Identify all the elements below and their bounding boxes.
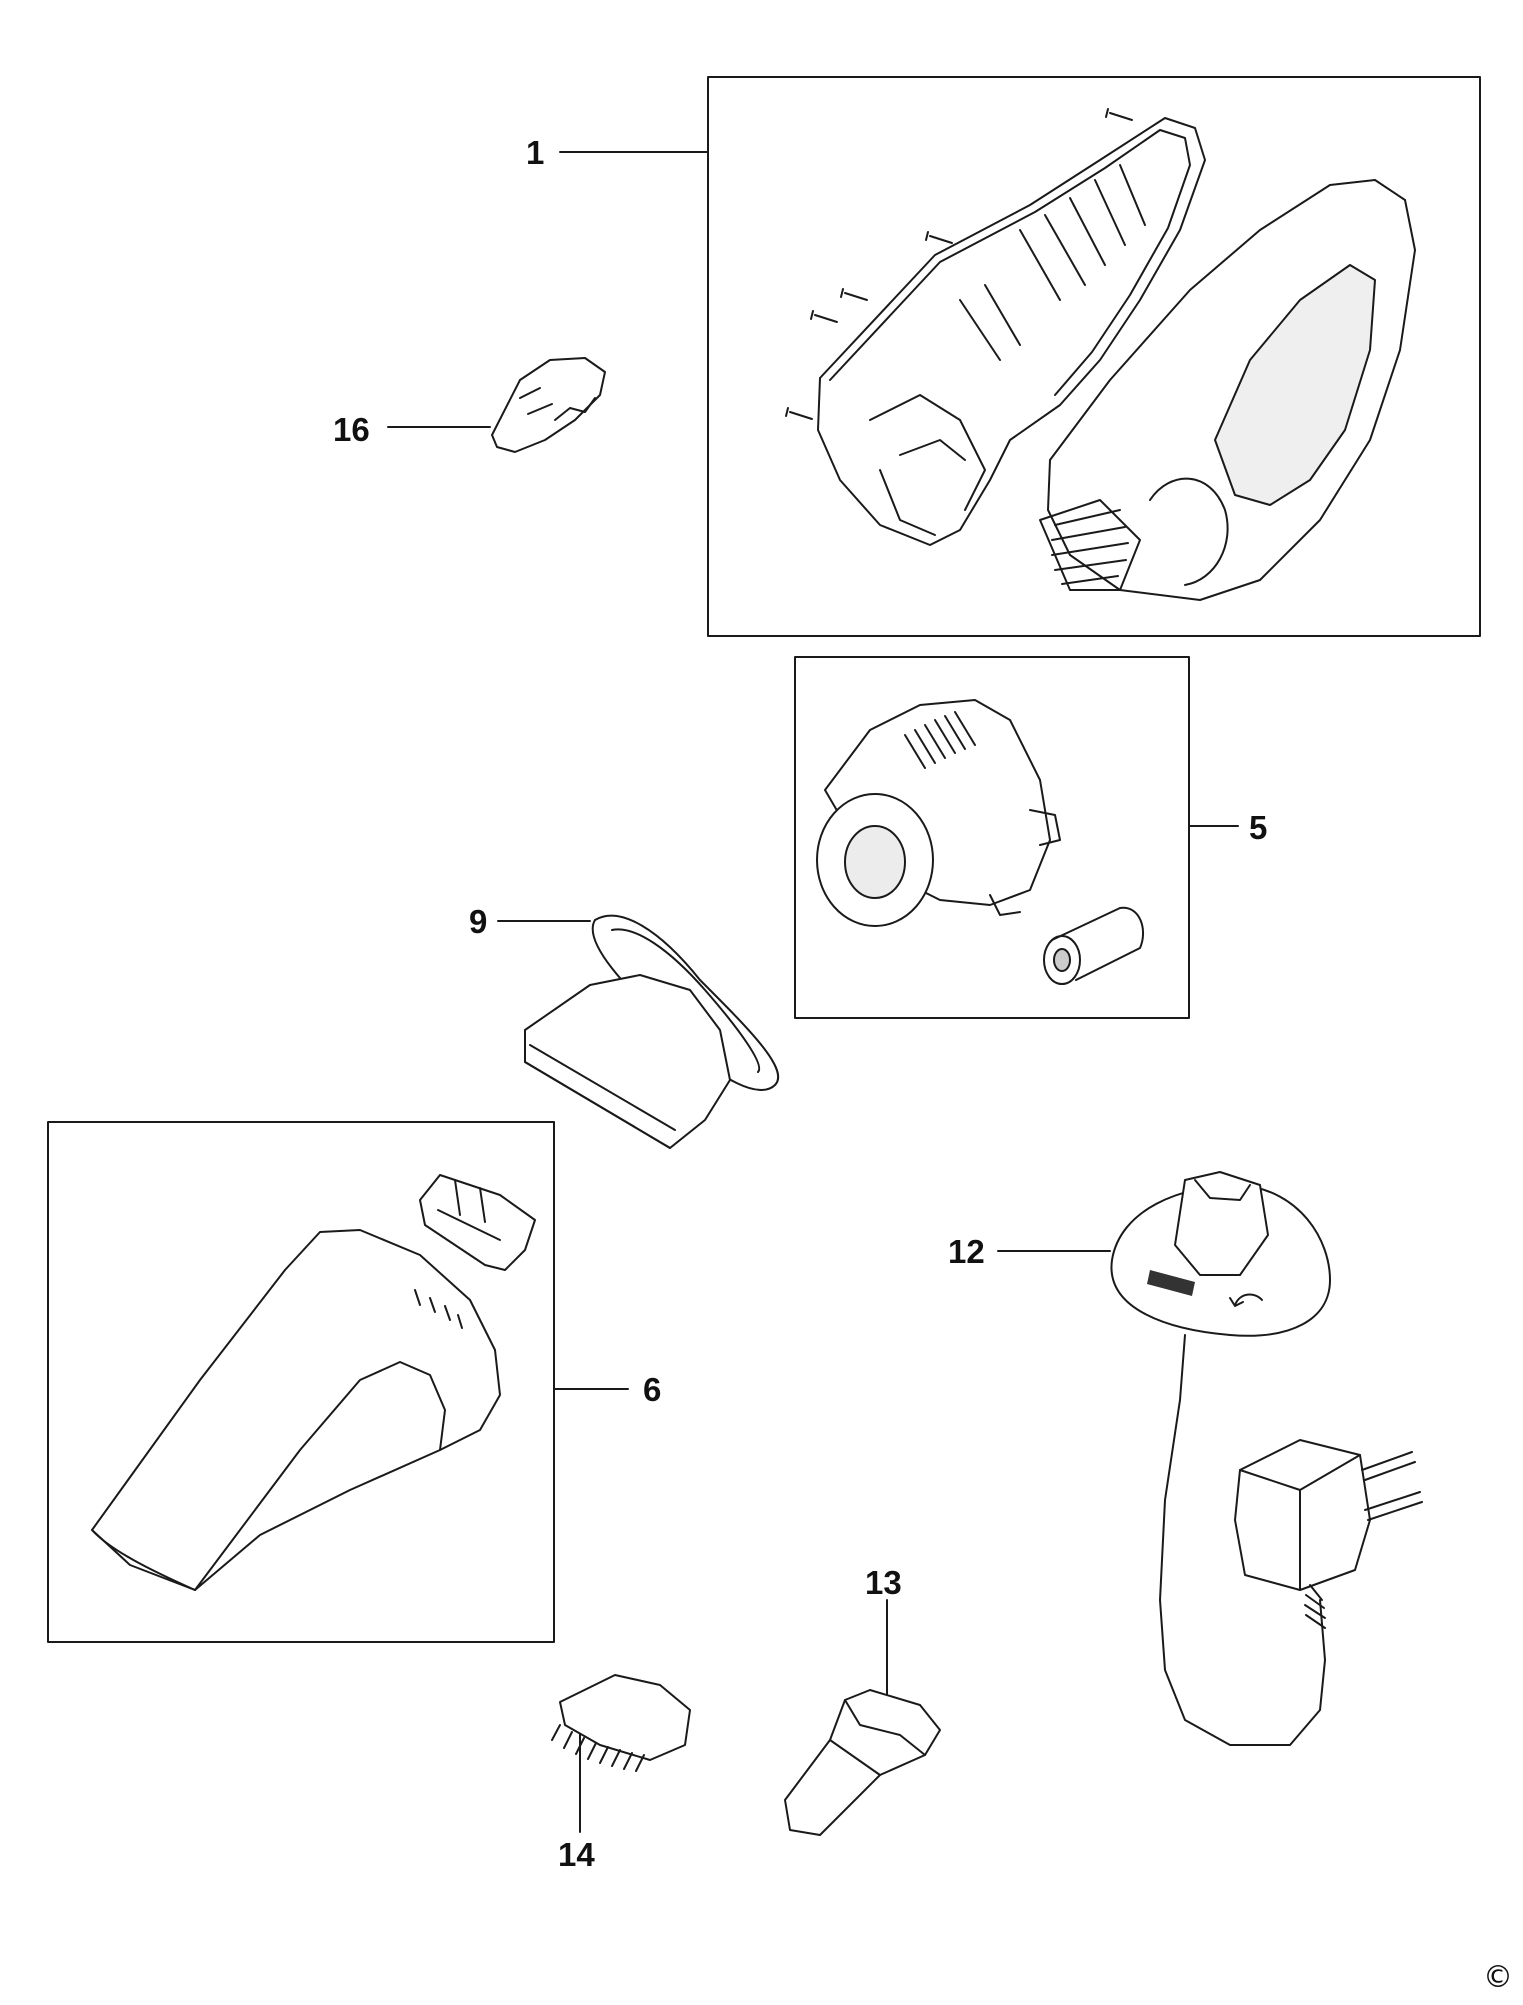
motor-terminals — [989, 809, 1061, 916]
bowl-inner-scoop — [194, 1361, 446, 1591]
callout-13: 13 — [865, 1564, 902, 1601]
bowl-latch — [414, 1289, 463, 1329]
motor-cooling-fins — [904, 711, 976, 769]
charger-adapter — [1234, 1439, 1371, 1591]
copyright-mark: © — [1483, 1960, 1513, 1995]
part-6-dust-bowl — [47, 1121, 629, 1643]
crevice-tool-edge — [829, 1699, 926, 1776]
callout-6: 6 — [643, 1371, 662, 1408]
callout-9: 9 — [469, 903, 488, 940]
charger-strain-relief — [1304, 1584, 1326, 1629]
part-1-frame — [707, 76, 1481, 637]
motor-front-hub — [844, 825, 906, 899]
part-13-crevice-tool — [784, 1599, 941, 1836]
part-9-edge — [524, 1044, 676, 1149]
part-5-frame — [794, 656, 1190, 1019]
housing-right-vent — [1039, 499, 1141, 591]
bowl-latch-clip-detail — [437, 1179, 501, 1241]
housing-right-ring — [1149, 477, 1229, 586]
part-9-filter — [497, 914, 780, 1149]
callout-5: 5 — [1249, 809, 1268, 846]
part-5-motor-assembly — [794, 656, 1239, 1019]
part-12-charger — [997, 1171, 1423, 1746]
part-14-brush — [551, 1674, 691, 1833]
part-9-flange-inner — [611, 928, 761, 1073]
brush-head — [559, 1674, 691, 1761]
housing-left-rim — [829, 129, 1191, 396]
charger-adapter-face — [1239, 1454, 1361, 1591]
bowl-lip — [91, 1529, 196, 1591]
charger-slot — [1194, 1179, 1251, 1201]
housing-right-handle — [1214, 264, 1376, 506]
housing-screws — [785, 108, 1133, 420]
charger-plug-pins — [1361, 1451, 1423, 1521]
charger-arrow — [1229, 1293, 1263, 1307]
charger-cord — [1159, 1334, 1326, 1746]
callout-1: 1 — [526, 134, 545, 171]
motor-roller-bore — [1053, 948, 1071, 972]
bowl-latch-clip — [419, 1174, 536, 1271]
housing-left-inner — [869, 394, 986, 536]
part-16-clip — [387, 357, 606, 453]
charger-logo — [1147, 1270, 1195, 1296]
callout-16: 16 — [333, 411, 370, 448]
part-16-detail — [519, 387, 596, 421]
callout-12: 12 — [948, 1233, 985, 1270]
callout-14: 14 — [558, 1836, 595, 1873]
part-6-frame — [47, 1121, 555, 1643]
bowl-outer — [91, 1229, 501, 1591]
housing-left-ribs — [959, 164, 1146, 361]
charger-cradle — [1174, 1171, 1269, 1276]
part-1-housing-assembly — [559, 76, 1481, 637]
motor-roller-body — [1051, 906, 1145, 981]
brush-bristles — [551, 1724, 645, 1772]
